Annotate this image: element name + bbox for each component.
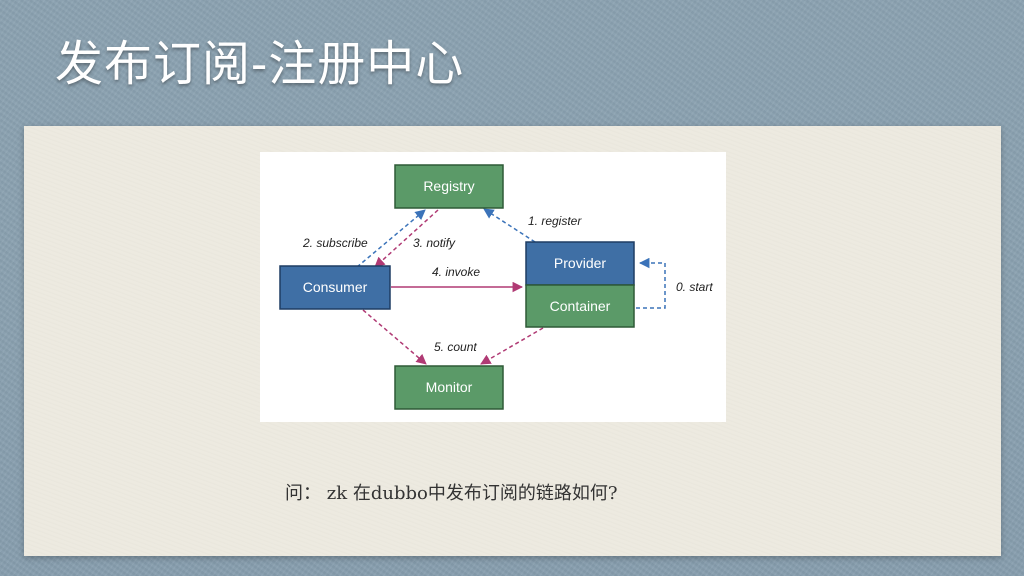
- provider-node: [525, 241, 635, 286]
- question-text: 问： zk 在dubbo中发布订阅的链路如何?: [285, 483, 618, 504]
- registry-label: Registry: [423, 178, 474, 194]
- consumer-count-arrow: [362, 309, 427, 365]
- diagram-canvas: Registry Consumer Provider Container Mon…: [279, 164, 713, 410]
- provider-count-arrow: [480, 327, 544, 365]
- start-arrow: [636, 257, 666, 309]
- content-panel: Registry Consumer Provider Container Mon…: [24, 126, 1001, 556]
- registry-node: [394, 164, 504, 209]
- invoke-label: 4. invoke: [432, 265, 480, 279]
- slide-title: 发布订阅-注册中心: [55, 36, 465, 92]
- monitor-label: Monitor: [426, 379, 473, 395]
- register-arrow: [483, 208, 536, 243]
- container-label: Container: [550, 298, 611, 314]
- architecture-diagram: Registry Consumer Provider Container Mon…: [260, 152, 726, 422]
- provider-label: Provider: [554, 255, 606, 271]
- consumer-label: Consumer: [303, 279, 368, 295]
- consumer-node: [279, 265, 391, 310]
- notify-label: 3. notify: [413, 236, 456, 250]
- subscribe-label: 2. subscribe: [302, 236, 368, 250]
- start-label: 0. start: [676, 280, 713, 294]
- notify-arrow: [374, 209, 439, 268]
- container-node: [525, 284, 635, 328]
- subscribe-arrow: [356, 209, 426, 268]
- monitor-node: [394, 365, 504, 410]
- count-label: 5. count: [434, 340, 477, 354]
- register-label: 1. register: [528, 214, 582, 228]
